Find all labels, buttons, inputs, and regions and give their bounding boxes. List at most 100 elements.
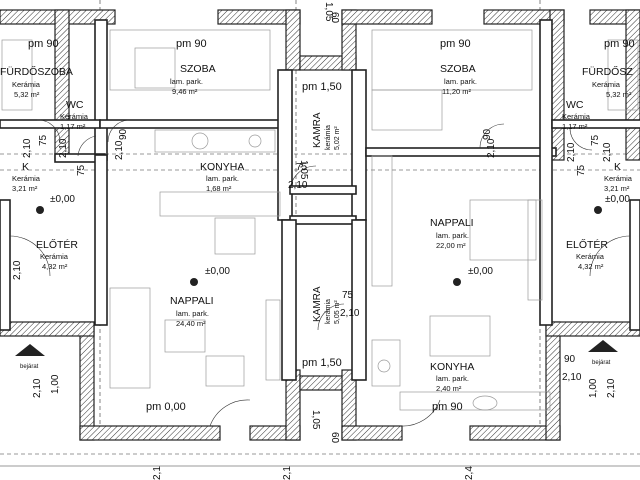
room-furdoszoba-left: FÜRDŐSZOBA Kerámia 5,32 m² [0,64,73,99]
dim-60-bottom: 60 [329,432,340,444]
dim-210-i: 2,10 [602,142,613,162]
dim-210-e: 2,10 [486,138,497,158]
dim-90-b: 90 [118,128,129,140]
room-name: FÜRDŐSZOBA [0,64,73,78]
room-area: 4,32 m² [578,262,604,271]
room-wc-left: WC Kerámia 1,17 m² [60,99,89,131]
room-name: WC [566,99,584,111]
door-swings [9,119,631,427]
dim-75-d: 75 [76,164,87,176]
dim-90-a: 90 [564,354,576,365]
room-nappali-left: NAPPALI lam. park. 24,40 m² [170,295,214,328]
room-finish: Kerámia [12,80,41,89]
room-area: 1,17 m² [562,122,588,131]
room-area: 24,40 m² [176,319,206,328]
dim-24: 2,4 [464,466,475,480]
level-pm90-2: pm 90 [176,38,207,50]
dim-60-top-vert: 60 [329,12,340,24]
level-symbols [36,206,602,286]
room-name: SZOBA [180,63,216,75]
room-area: 5,02 m² [334,126,341,150]
room-name: SZOBA [440,63,476,75]
entrance-label-right: bejárat [592,360,611,366]
level-zero-1: ±0,00 [50,194,75,205]
dim-210-a: 2,10 [288,180,308,191]
room-name: KONYHA [430,361,474,373]
room-finish: Kerámia [60,112,89,121]
dim-210-k: 2,10 [32,378,43,398]
level-pm150-top: pm 1,50 [302,81,342,93]
room-name: ELŐTÉR [36,237,78,251]
room-finish: Kerámia [12,174,41,183]
dim-100-b: 1,00 [588,378,599,398]
room-konyha-left: KONYHA lam. park. 1,68 m² [200,161,244,193]
room-furdoszoba-right: FÜRDŐSZ Kerámia 5,32 m² [582,64,633,99]
room-kamra-bottom: KAMRA kerámia 5,05 m² [312,286,341,324]
level-zero-3: ±0,00 [468,266,493,277]
room-konyha-right: KONYHA lam. park. 2,40 m² [430,361,474,393]
room-name: KONYHA [200,161,244,173]
room-name: ELŐTÉR [566,237,608,251]
dim-105-top-b: 1,05 [323,2,334,22]
room-area: 5,32 m² [14,90,40,99]
dim-75-e: 75 [590,134,601,146]
dim-210-g: 2,10 [58,138,69,158]
room-area: 5,32 m² [606,90,632,99]
level-zero-2: ±0,00 [205,266,230,277]
dim-210-j: 2,10 [12,260,23,280]
level-pm90-3: pm 90 [440,38,471,50]
room-nappali-right: NAPPALI lam. park. 22,00 m² [430,217,474,250]
dim-210-h: 2,10 [566,142,577,162]
room-area: 3,21 m² [604,184,630,193]
dim-75-b: 75 [342,290,354,301]
entrance-markers [15,340,618,356]
room-name: KAMRA [312,112,323,148]
dim-75-c: 75 [38,134,49,146]
room-eloter-left: ELŐTÉR Kerámia 4,32 m² [36,237,78,271]
room-finish: lam. park. [176,309,209,318]
room-eloter-right: ELŐTÉR Kerámia 4,32 m² [566,237,608,271]
room-name: FÜRDŐSZ [582,64,633,78]
room-finish: lam. park. [444,77,477,86]
room-area: 22,00 m² [436,241,466,250]
room-area: 1,17 m² [60,122,86,131]
furniture [1,29,639,411]
dim-210-l: 2,10 [606,378,617,398]
dim-100-a: 1,00 [50,374,61,394]
dim-90-c: 90 [482,128,493,140]
room-area: 2,40 m² [436,384,462,393]
room-szoba-left: SZOBA lam. park. 9,46 m² [170,63,216,96]
room-wc-right: WC Kerámia 1,17 m² [562,99,591,131]
room-area: 9,46 m² [172,87,198,96]
dim-105-top: 1,05 [298,160,309,180]
level-pm90-5: pm 90 [432,401,463,413]
entrance-label-left: bejárat [20,364,39,370]
dim-105-bottom: 1,05 [310,410,321,430]
room-finish: Kerámia [40,252,69,261]
room-name: NAPPALI [170,295,214,307]
room-finish: lam. park. [170,77,203,86]
dim-75-a: 75 [296,162,308,173]
dim-75-f: 75 [576,164,587,176]
entrance-arrow-right [588,340,618,352]
room-finish: Kerámia [604,174,633,183]
room-name: WC [66,99,84,111]
level-zero-4: ±0,00 [605,194,630,205]
dim-21-a: 2,1 [152,466,163,480]
dim-21-b: 2,1 [282,466,293,480]
dim-210-f: 2,10 [22,138,33,158]
room-name: K [614,161,621,173]
room-finish: kerámia [325,299,332,324]
room-area: 4,32 m² [42,262,68,271]
dim-210-c: 2,10 [562,372,582,383]
room-k-right: K Kerámia 3,21 m² [604,161,633,193]
dimensions: 1,05 1,05 60 60 1,05 60 75 2,10 75 2,10 … [12,2,617,480]
room-kamra-top: KAMRA kerámia 5,02 m² [312,112,341,150]
level-pm90-1: pm 90 [28,38,59,50]
room-finish: Kerámia [562,112,591,121]
level-pm90-4: pm 90 [604,38,635,50]
room-k-left: K Kerámia 3,21 m² [12,161,41,193]
entrance-arrow-left [15,344,45,356]
room-finish: lam. park. [436,231,469,240]
